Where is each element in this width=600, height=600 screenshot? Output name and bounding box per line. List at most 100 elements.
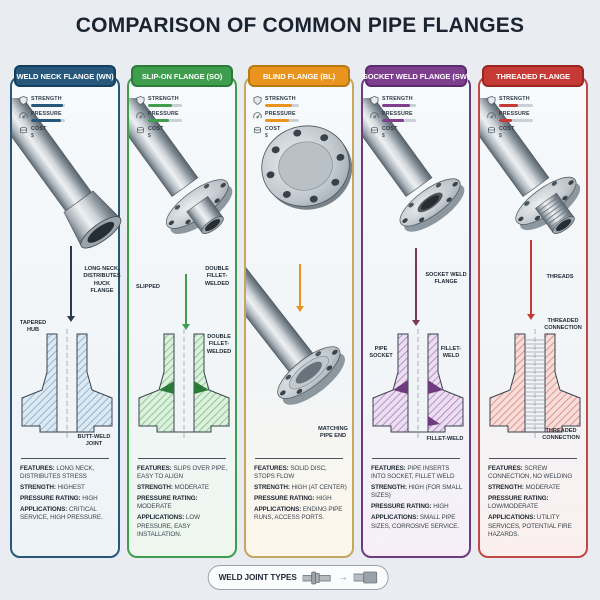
pressure-bar <box>31 118 65 123</box>
pressure-bar <box>382 118 416 123</box>
metrics-panel: STRENGTH PRESSURE COST $ <box>253 96 315 143</box>
flange-joint-icon <box>302 571 331 584</box>
annotation-double-fillet-welded-section: DOUBLE FILLET-WELDED <box>206 334 232 355</box>
gauge-icon <box>253 112 262 119</box>
annotation-fillet-weld: FILLET-WELD <box>440 346 462 360</box>
cost-label: COST <box>265 126 281 133</box>
annotation-long-neck: LONG NECK, DISTRIBUTES HUCK FLANGE <box>83 266 121 294</box>
divider <box>255 458 343 459</box>
pressure-bar <box>148 118 182 123</box>
cost-marks: $ <box>31 133 34 140</box>
socket-joint-icon <box>353 571 378 584</box>
shield-icon <box>19 96 28 105</box>
annotation-fillet-weld-bottom: FILLET-WELD <box>426 436 464 442</box>
strength-bar <box>148 103 182 108</box>
strength-label: STRENGTH <box>265 96 296 102</box>
annotation-matching-pipe-end: MATCHING PIPE END <box>318 426 348 440</box>
annotation-tapered-hub: TAPERED HUB <box>19 320 47 334</box>
pressure-metric: PRESSURE <box>487 111 549 123</box>
down-arrow <box>182 274 189 330</box>
annotation-threads: THREADS <box>546 274 574 280</box>
features-panel: FEATURES: SOLID DISC, STOPS FLOW STRENGT… <box>254 465 347 522</box>
annotation-threaded-connection-upper: THREADED CONNECTION <box>544 318 582 332</box>
strength-metric: STRENGTH <box>253 96 315 108</box>
flange-card-socket-weld: SOCKET WELD FLANGE (SW) STRENGTH PRESSUR… <box>361 65 473 558</box>
strength-label: STRENGTH <box>31 96 62 102</box>
arrow-icon: → <box>338 572 348 582</box>
pressure-metric: PRESSURE <box>370 111 432 123</box>
pressure-label: PRESSURE <box>265 111 296 118</box>
down-arrow <box>296 264 303 312</box>
features-panel: FEATURES: SCREW CONNECTION, NO WELDING S… <box>488 465 573 538</box>
cost-metric: COST $ <box>19 126 81 139</box>
divider <box>489 458 577 459</box>
strength-label: STRENGTH <box>499 96 530 102</box>
coins-icon <box>488 127 495 134</box>
annotation-slipped: SLIPPED <box>136 284 160 290</box>
cost-marks: $ <box>499 133 502 140</box>
metrics-panel: STRENGTH PRESSURE COST $ <box>487 96 549 143</box>
features-panel: FEATURES: SLIPS OVER PIPE, EASY TO ALIGN… <box>137 465 228 538</box>
pressure-bar <box>265 118 299 123</box>
socket-weld-cross-section <box>372 329 464 440</box>
gauge-icon <box>136 112 145 119</box>
legend-label: WELD JOINT TYPES <box>218 573 297 582</box>
cost-label: COST <box>382 126 398 133</box>
weld-neck-cross-section <box>21 329 113 440</box>
slip-on-pipe-illustration <box>129 98 239 312</box>
coins-icon <box>371 127 378 134</box>
gauge-icon <box>19 112 28 119</box>
strength-metric: STRENGTH <box>19 96 81 108</box>
strength-bar <box>31 103 65 108</box>
pressure-metric: PRESSURE <box>253 111 315 123</box>
pressure-label: PRESSURE <box>148 111 179 118</box>
cost-marks: $ <box>265 133 268 140</box>
features-panel: FEATURES: LONG NECK, DISTRIBUTES STRESS … <box>20 465 103 522</box>
pressure-bar <box>499 118 533 123</box>
annotation-threaded-connection-lower: THREADED CONNECTION <box>542 428 580 442</box>
features-panel: FEATURES: PIPE INSERTS INTO SOCKET, FILL… <box>371 465 463 530</box>
coins-icon <box>137 127 144 134</box>
annotation-butt-weld-joint: BUTT-WELD JOINT <box>77 434 111 448</box>
flange-card-weld-neck: WELD NECK FLANGE (WN) STRENGTH PRESSURE … <box>10 65 122 558</box>
strength-bar <box>499 103 533 108</box>
pressure-metric: PRESSURE <box>136 111 198 123</box>
card-header-badge: SOCKET WELD FLANGE (SW) <box>363 65 469 87</box>
gauge-icon <box>370 112 379 119</box>
strength-metric: STRENGTH <box>136 96 198 108</box>
strength-metric: STRENGTH <box>370 96 432 108</box>
flange-card-threaded: THREADED FLANGE STRENGTH PRESSURE COST $ <box>478 65 588 558</box>
strength-label: STRENGTH <box>148 96 179 102</box>
flange-card-slip-on: SLIP-ON FLANGE (SO) STRENGTH PRESSURE CO… <box>127 65 239 558</box>
cost-marks: $ <box>382 133 385 140</box>
cost-metric: COST $ <box>253 126 315 139</box>
strength-bar <box>265 103 299 108</box>
card-header-badge: THREADED FLANGE <box>482 65 584 87</box>
card-header-badge: WELD NECK FLANGE (WN) <box>14 65 116 87</box>
metrics-panel: STRENGTH PRESSURE COST $ <box>19 96 81 143</box>
flange-card-blind: BLIND FLANGE (BL) STRENGTH PRESSURE COST… <box>244 65 356 558</box>
cost-label: COST <box>499 126 515 133</box>
pressure-label: PRESSURE <box>382 111 413 118</box>
cost-metric: COST $ <box>136 126 198 139</box>
slip-on-cross-section <box>138 329 230 440</box>
strength-label: STRENGTH <box>382 96 413 102</box>
metrics-panel: STRENGTH PRESSURE COST $ <box>136 96 198 143</box>
coins-icon <box>20 127 27 134</box>
cost-metric: COST $ <box>370 126 432 139</box>
cost-label: COST <box>31 126 47 133</box>
shield-icon <box>487 96 496 105</box>
annotation-double-fillet-welded-top: DOUBLE FILLET-WELDED <box>204 266 230 287</box>
divider <box>21 458 109 459</box>
metrics-panel: STRENGTH PRESSURE COST $ <box>370 96 432 143</box>
strength-metric: STRENGTH <box>487 96 549 108</box>
card-header-badge: BLIND FLANGE (BL) <box>248 65 350 87</box>
cost-metric: COST $ <box>487 126 549 139</box>
cost-marks: $ <box>148 133 151 140</box>
weld-joint-types-legend: WELD JOINT TYPES → <box>207 565 389 590</box>
card-header-badge: SLIP-ON FLANGE (SO) <box>131 65 233 87</box>
socket-weld-pipe-illustration <box>363 98 473 312</box>
blind-disc-illustration <box>246 90 356 262</box>
annotation-pipe-socket: PIPE SOCKET <box>369 346 393 360</box>
pressure-label: PRESSURE <box>499 111 530 118</box>
